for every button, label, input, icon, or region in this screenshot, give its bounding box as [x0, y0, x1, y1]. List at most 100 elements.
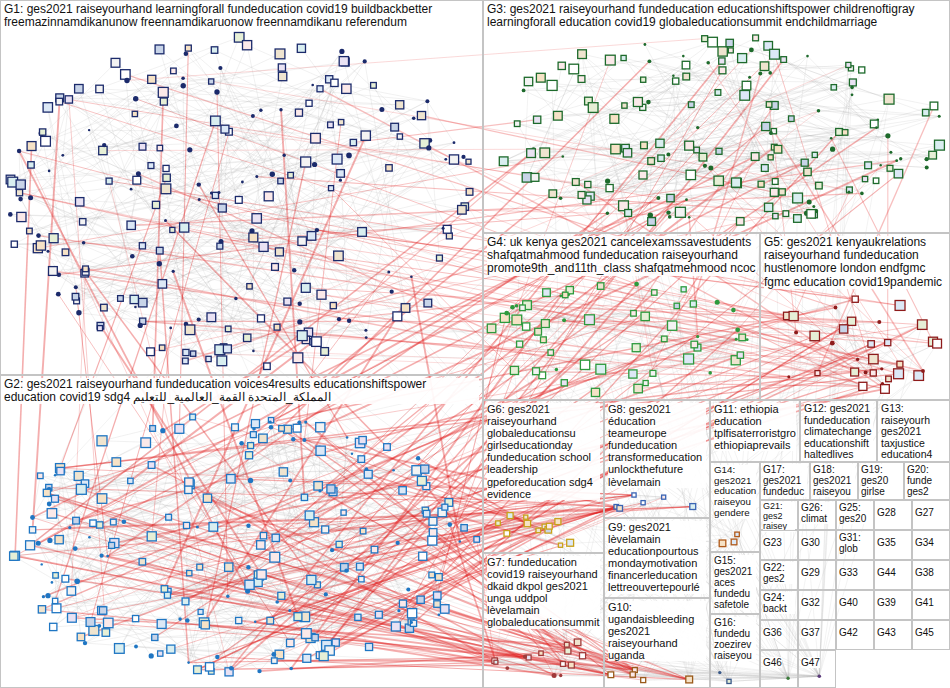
vertex-icon — [359, 576, 365, 582]
vertex-dot — [210, 192, 213, 195]
tie-line — [38, 157, 563, 249]
vertex-dot — [830, 137, 833, 140]
tie-line — [504, 46, 768, 161]
tie-line — [535, 65, 686, 177]
tie-line — [325, 168, 389, 352]
vertex-dot — [298, 302, 302, 306]
vertex-icon — [849, 79, 856, 86]
vertex-dot — [133, 96, 138, 101]
vertex-icon — [317, 86, 323, 92]
vertex-icon — [106, 178, 112, 184]
vertex-icon — [527, 149, 536, 158]
vertex-dot — [8, 212, 13, 217]
vertex-icon — [334, 251, 344, 261]
vertex-icon — [667, 194, 674, 201]
vertex-icon — [338, 120, 343, 125]
vertex-icon — [688, 102, 694, 108]
vertex-icon — [317, 290, 326, 299]
vertex-dot — [851, 93, 854, 96]
vertex-icon — [643, 381, 648, 386]
vertex-icon — [152, 201, 159, 208]
vertex-icon — [633, 98, 642, 107]
vertex-icon — [758, 181, 764, 187]
tie-line — [737, 60, 784, 184]
vertex-icon — [831, 85, 836, 90]
vertex-icon — [641, 142, 648, 149]
vertex-dot — [234, 297, 237, 300]
tie-line — [283, 469, 424, 472]
vertex-icon — [930, 102, 938, 110]
vertex-icon — [621, 55, 626, 60]
tie-line — [199, 199, 787, 316]
vertex-icon — [397, 134, 402, 139]
vertex-dot — [856, 358, 859, 361]
vertex-icon — [74, 471, 83, 480]
tie-line — [156, 83, 335, 205]
vertex-icon — [514, 121, 520, 127]
vertex-icon — [278, 72, 286, 80]
vertex-icon — [16, 180, 25, 189]
vertex-dot — [365, 336, 368, 339]
vertex-icon — [681, 287, 686, 292]
vertex-icon — [536, 73, 545, 82]
vertex-icon — [572, 179, 579, 186]
vertex-icon — [897, 361, 903, 367]
vertex-icon — [336, 541, 342, 547]
tie-line — [152, 79, 349, 155]
vertex-dot — [817, 109, 821, 113]
vertex-dot — [241, 181, 244, 184]
vertex-dot — [102, 143, 106, 147]
vertex-icon — [185, 45, 191, 51]
vertex-dot — [881, 382, 884, 385]
vertex-icon — [534, 116, 541, 123]
tie-line — [72, 618, 231, 668]
vertex-dot — [703, 164, 707, 168]
vertex-dot — [339, 49, 344, 54]
vertex-dot — [214, 89, 219, 94]
tie-line — [608, 60, 784, 182]
vertex-icon — [132, 111, 137, 116]
vertex-dot — [522, 89, 526, 93]
vertex-icon — [563, 292, 569, 298]
vertex-icon — [314, 482, 323, 491]
tie-line — [31, 198, 223, 208]
tie-line — [58, 92, 163, 294]
vertex-dot — [666, 210, 670, 214]
tie-line — [536, 371, 789, 377]
vertex-icon — [499, 157, 508, 166]
vertex-icon — [339, 57, 348, 66]
vertex-dot — [562, 155, 565, 158]
tie-line — [103, 149, 616, 151]
vertex-icon — [596, 364, 606, 374]
vertex-icon — [611, 144, 621, 154]
vertex-icon — [740, 91, 750, 101]
vertex-icon — [673, 78, 679, 84]
vertex-dot — [735, 327, 740, 332]
vertex-icon — [264, 192, 273, 201]
vertex-icon — [443, 225, 451, 233]
vertex-icon — [683, 73, 690, 80]
vertex-icon — [781, 57, 787, 63]
vertex-icon — [605, 55, 615, 65]
vertex-icon — [139, 143, 146, 150]
vertex-dot — [339, 179, 342, 182]
vertex-icon — [632, 344, 640, 352]
vertex-layer — [6, 33, 944, 684]
vertex-icon — [694, 147, 700, 153]
vertex-icon — [652, 290, 657, 295]
tie-line — [587, 65, 686, 200]
vertex-icon — [737, 352, 743, 358]
vertex-icon — [578, 192, 585, 199]
vertex-dot — [925, 157, 929, 161]
vertex-icon — [597, 283, 604, 290]
tie-line — [322, 295, 900, 365]
tie-line — [649, 42, 712, 61]
vertex-icon — [217, 356, 227, 366]
tie-line — [529, 82, 940, 117]
vertex-icon — [75, 85, 84, 94]
vertex-dot — [425, 99, 429, 103]
vertex-dot — [283, 154, 286, 157]
vertex-icon — [625, 210, 632, 217]
tie-line — [89, 130, 247, 338]
vertex-icon — [17, 212, 26, 221]
